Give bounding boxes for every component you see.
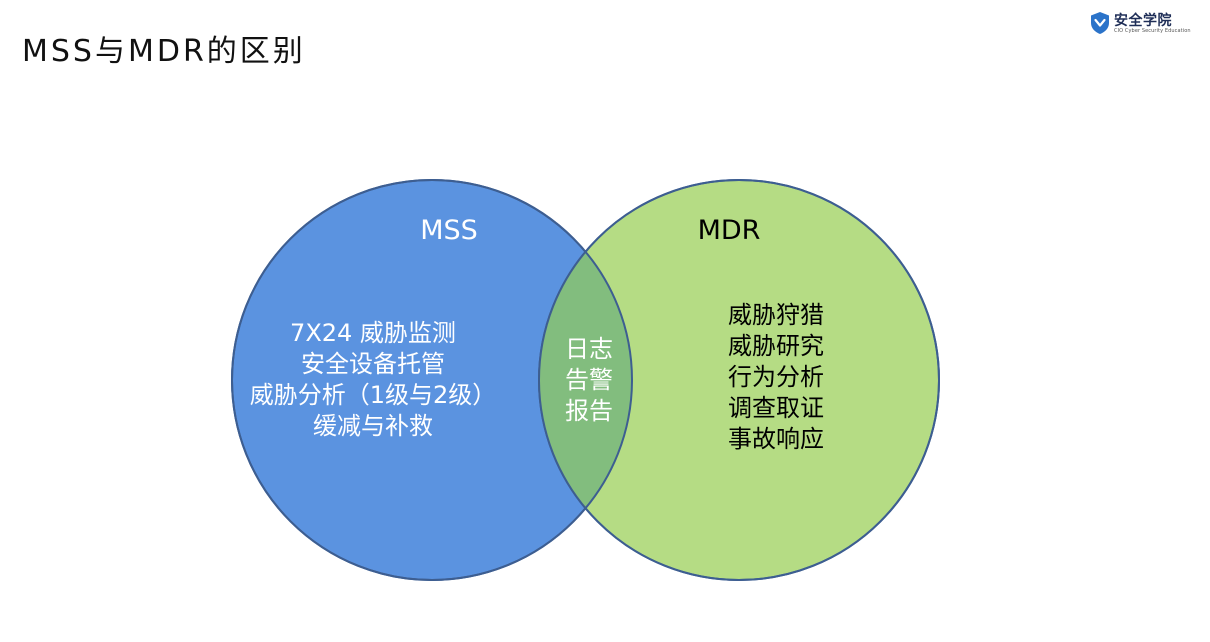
- mdr-circle-outline: [538, 179, 940, 581]
- mss-label: MSS: [420, 215, 478, 246]
- overlap-item: 报告: [565, 397, 613, 425]
- mdr-label: MDR: [698, 215, 761, 246]
- page-title: MSS与MDR的区别: [22, 34, 306, 69]
- mdr-item: 事故响应: [728, 425, 824, 453]
- overlap-item: 日志: [565, 335, 613, 363]
- mss-item: 安全设备托管: [301, 350, 445, 378]
- logo-name: 安全学院: [1114, 13, 1172, 29]
- mdr-item: 威胁狩猎: [728, 301, 824, 329]
- overlap-item: 告警: [565, 366, 613, 394]
- logo: 安全学院 CIO Cyber Security Education: [1089, 10, 1191, 38]
- mdr-item: 调查取证: [728, 394, 824, 422]
- mss-item: 缓减与补救: [313, 412, 433, 440]
- mdr-item: 行为分析: [728, 363, 824, 391]
- mss-item: 威胁分析（1级与2级）: [250, 381, 497, 409]
- mss-item: 7X24 威胁监测: [290, 319, 456, 347]
- mdr-item: 威胁研究: [728, 332, 824, 360]
- shield-logo-icon: [1091, 12, 1109, 34]
- logo-subtitle: CIO Cyber Security Education: [1114, 28, 1191, 34]
- mss-circle-outline: [231, 179, 633, 581]
